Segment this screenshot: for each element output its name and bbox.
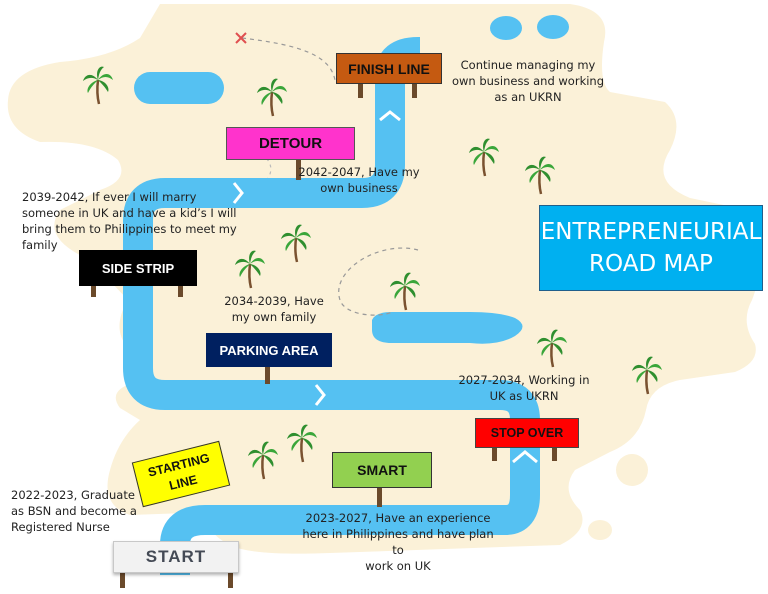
- side-strip-sign: SIDE STRIP: [79, 250, 197, 286]
- note-line: Registered Nurse: [11, 520, 110, 534]
- note-line: 2023-2027, Have an experience: [305, 511, 491, 525]
- sign-post: [377, 487, 382, 507]
- note-line: 2022-2023, Graduate: [11, 488, 135, 502]
- title-line-1: ENTREPRENEURIAL: [540, 219, 762, 245]
- milestone-parking-note: 2034-2039, Have my own family: [222, 293, 326, 325]
- milestone-finish-note: Continue managing my own business and wo…: [446, 57, 610, 105]
- parking-area-sign: PARKING AREA: [206, 333, 332, 367]
- note-line: 2039-2042, If ever I will marry: [22, 190, 197, 204]
- stop-over-sign: STOP OVER: [475, 418, 579, 448]
- island-shape: [7, 4, 760, 554]
- title-line-2: ROAD MAP: [589, 251, 713, 277]
- road: [123, 37, 540, 575]
- note-line: bring them to Philippines to meet my: [22, 222, 237, 236]
- note-line: 2042-2047, Have my: [298, 165, 420, 179]
- milestone-side-strip-note: 2039-2042, If ever I will marry someone …: [22, 189, 262, 253]
- lake: [134, 15, 569, 344]
- note-line: 2034-2039, Have: [224, 294, 324, 308]
- sign-post: [178, 285, 183, 297]
- note-line: as an UKRN: [494, 90, 562, 104]
- milestone-stop-over-note: 2027-2034, Working in UK as UKRN: [458, 372, 590, 404]
- sign-post: [492, 447, 497, 461]
- sign-post: [228, 570, 233, 588]
- milestone-detour-note: 2042-2047, Have my own business: [298, 164, 420, 196]
- note-line: family: [22, 238, 58, 252]
- note-line: as BSN and become a: [11, 504, 137, 518]
- milestone-smart-note: 2023-2027, Have an experience here in Ph…: [298, 510, 498, 574]
- sign-post: [120, 570, 125, 588]
- note-line: 2027-2034, Working in: [458, 373, 590, 387]
- treasure-x-icon: [235, 32, 247, 44]
- note-line: my own family: [231, 310, 317, 324]
- note-line: own business: [320, 181, 398, 195]
- sign-post: [552, 447, 557, 461]
- detour-sign: DETOUR: [226, 127, 355, 160]
- road-map-title-box: ENTREPRENEURIAL ROAD MAP: [539, 205, 763, 291]
- finish-line-sign: FINISH LINE: [336, 53, 442, 84]
- note-line: work on UK: [365, 559, 431, 573]
- note-line: UK as UKRN: [489, 389, 559, 403]
- note-line: Continue managing my: [460, 58, 596, 72]
- note-line: own business and working: [451, 74, 605, 88]
- smart-sign: SMART: [332, 452, 432, 488]
- sign-post: [91, 285, 96, 297]
- milestone-start-note: 2022-2023, Graduate as BSN and become a …: [11, 487, 141, 535]
- trail-path: [241, 37, 336, 81]
- sign-post: [412, 82, 417, 98]
- start-sign: START: [113, 541, 239, 573]
- sign-post: [296, 160, 301, 180]
- trail-path: [338, 247, 419, 316]
- note-line: someone in UK and have a kid’s I will: [22, 206, 237, 220]
- sign-post: [358, 82, 363, 98]
- sign-post: [265, 366, 270, 384]
- note-line: here in Philippines and have plan to: [302, 527, 494, 557]
